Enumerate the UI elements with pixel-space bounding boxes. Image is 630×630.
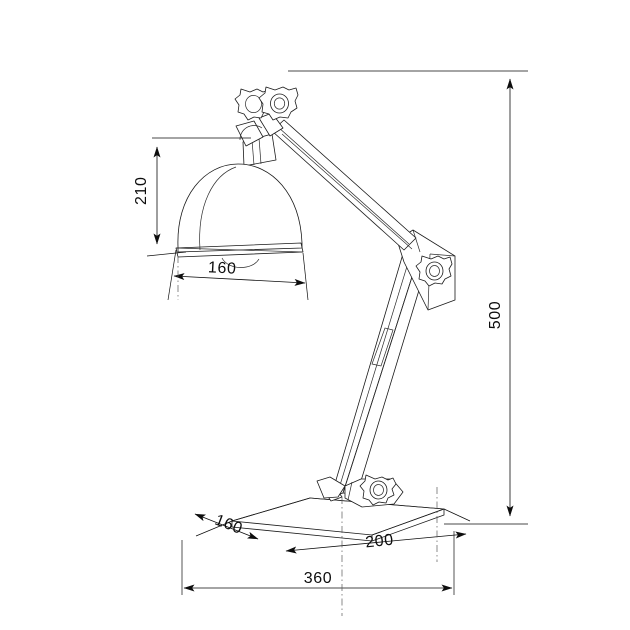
dimension-label-360: 360: [304, 570, 333, 587]
adjustment-knob-base: [359, 474, 397, 506]
dimension-label-210: 210: [133, 177, 150, 206]
lamp-assembly: [175, 86, 456, 542]
dimension-label-160-shade: 160: [208, 259, 237, 277]
adjustment-knob-middle: [415, 255, 453, 287]
dimension-shade-height: 210: [133, 137, 251, 257]
dimension-label-500: 500: [487, 301, 504, 330]
adjustment-knob-top: [234, 86, 299, 121]
dimension-total-height: 500: [288, 70, 528, 525]
dimension-base-length: 200: [285, 508, 471, 554]
lamp-shade: [175, 163, 304, 268]
dimension-shade-width: 160: [167, 249, 309, 301]
dimension-label-200: 200: [364, 532, 394, 552]
shade-mount: [235, 112, 284, 167]
dimension-base-width: 360: [181, 531, 455, 595]
